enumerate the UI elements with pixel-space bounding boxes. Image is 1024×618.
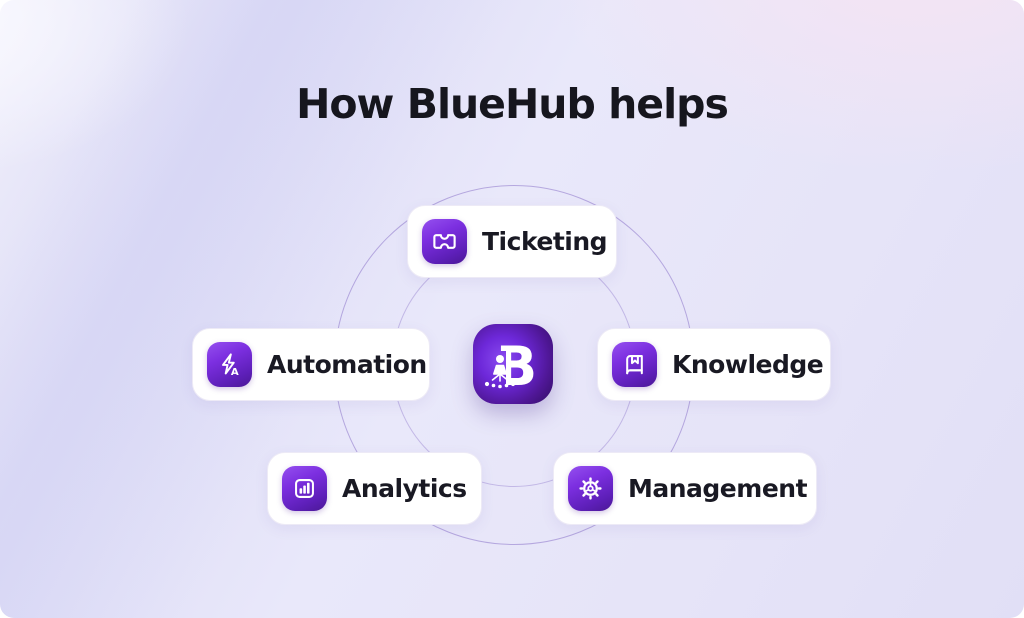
feature-card-ticketing: Ticketing xyxy=(407,205,617,278)
lightning-icon-letter: A xyxy=(231,367,239,378)
logo-node-dots xyxy=(484,381,516,389)
feature-card-analytics: Analytics xyxy=(267,452,482,525)
book-icon xyxy=(612,342,657,387)
feature-card-automation: A Automation xyxy=(192,328,430,401)
feature-card-management: Management xyxy=(553,452,817,525)
feature-label-ticketing: Ticketing xyxy=(482,227,608,256)
gear-icon xyxy=(568,466,613,511)
ticket-icon xyxy=(422,219,467,264)
feature-label-management: Management xyxy=(628,474,808,503)
bar-chart-icon xyxy=(282,466,327,511)
feature-label-knowledge: Knowledge xyxy=(672,350,824,379)
feature-label-analytics: Analytics xyxy=(342,474,467,503)
logo-branch-lines xyxy=(491,373,509,382)
lightning-icon: A xyxy=(207,342,252,387)
logo-network-figure xyxy=(493,355,507,375)
bluehub-logo: B xyxy=(473,324,553,404)
page-title: How BlueHub helps xyxy=(296,80,729,128)
feature-card-knowledge: Knowledge xyxy=(597,328,831,401)
bluehub-logo-mark: B xyxy=(473,324,553,404)
feature-label-automation: Automation xyxy=(267,350,427,379)
